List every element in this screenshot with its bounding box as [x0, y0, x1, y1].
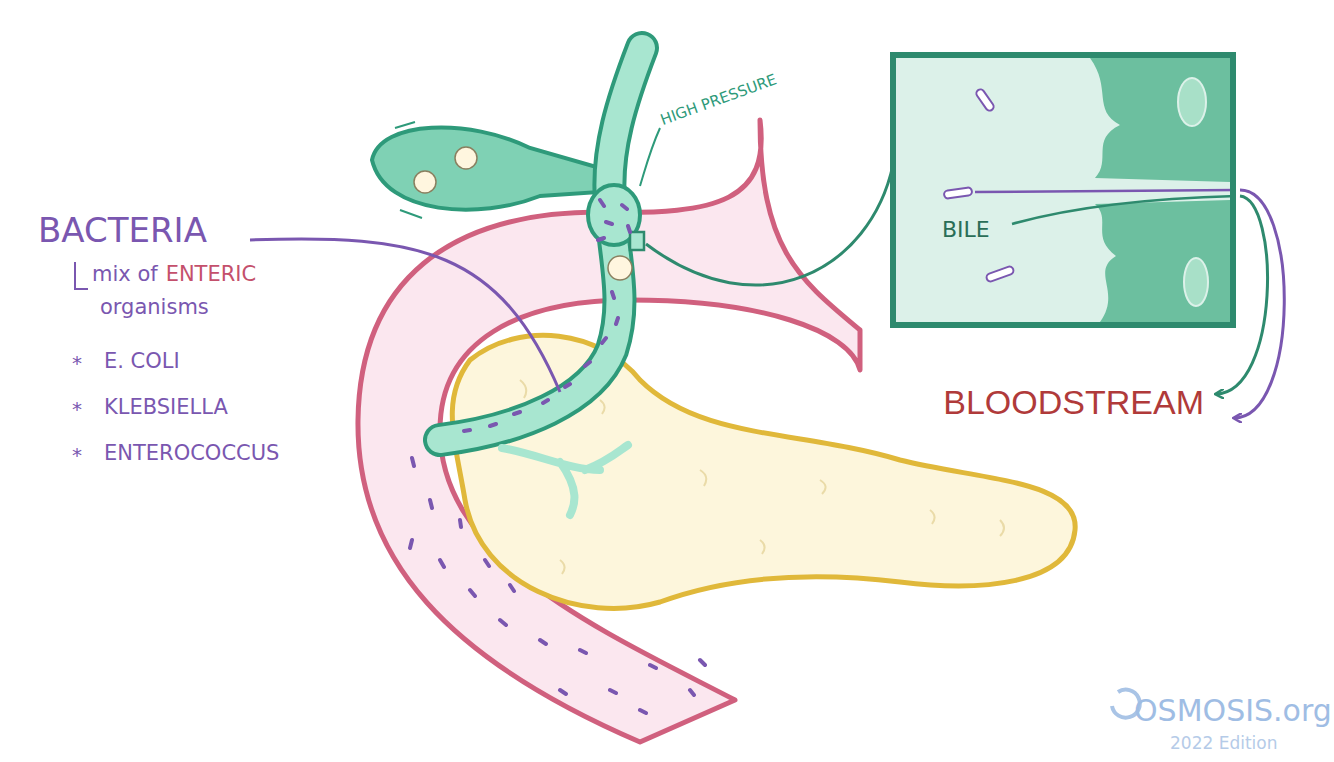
watermark: OSMOSIS.org	[1134, 694, 1332, 727]
bullet-mark: *	[72, 352, 82, 374]
organism-label: ENTEROCOCCUS	[104, 442, 279, 465]
inset-box: BILE	[890, 52, 1236, 328]
bullet-mark: *	[72, 398, 82, 420]
organism-label: E. COLI	[104, 350, 180, 373]
note-label: mix of	[92, 263, 158, 286]
gallbladder	[372, 127, 600, 209]
bullet-mark: *	[72, 444, 82, 466]
organism-label: KLEBSIELLA	[104, 396, 228, 419]
bacteria	[410, 200, 705, 713]
bile-duct	[440, 48, 642, 440]
note-label: organisms	[100, 296, 209, 319]
destination-label: BLOODSTREAM	[943, 384, 1204, 421]
highlight-label: ENTERIC	[166, 263, 257, 286]
node-text: BILE	[942, 218, 990, 242]
pancreas	[452, 335, 1075, 608]
watermark: 2022 Edition	[1170, 734, 1278, 753]
heading-label: BACTERIA	[38, 212, 207, 249]
